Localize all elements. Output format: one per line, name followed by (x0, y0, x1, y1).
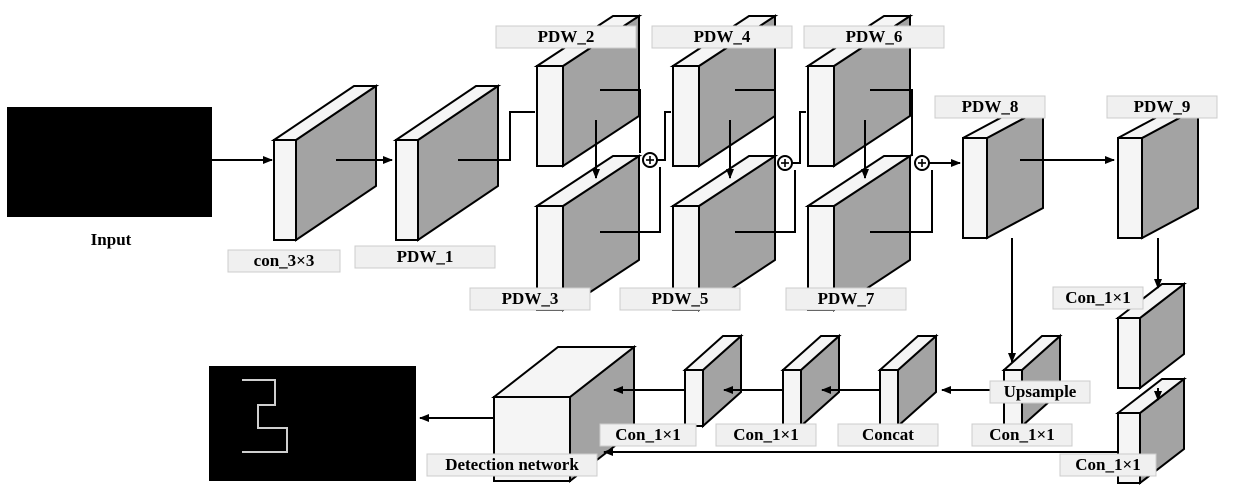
label-pdw4-text: PDW_4 (694, 27, 751, 46)
label-pdw7: PDW_7 (786, 288, 906, 310)
label-con1x1-a-text: Con_1×1 (1065, 288, 1130, 307)
label-pdw3-text: PDW_3 (502, 289, 559, 308)
conv3x3-block (274, 86, 376, 240)
label-con1x1-b-text: Con_1×1 (1075, 455, 1140, 474)
label-detection: Detection network (427, 454, 597, 476)
label-upsample: Upsample (990, 381, 1090, 403)
label-pdw5-text: PDW_5 (652, 289, 709, 308)
arrow-add1-pdw4 (657, 112, 671, 160)
add-icon-1 (643, 153, 657, 167)
label-con1x1-d-text: Con_1×1 (733, 425, 798, 444)
label-input: Input (91, 230, 132, 249)
label-pdw6-text: PDW_6 (846, 27, 903, 46)
add-icon-3 (915, 156, 929, 170)
label-con1x1-c-text: Con_1×1 (989, 425, 1054, 444)
con1x1-d-block (783, 336, 839, 426)
input-image (7, 107, 212, 217)
label-conv3-text: con_3×3 (254, 251, 315, 270)
pdw9-block (1118, 108, 1198, 238)
label-concat: Concat (838, 424, 938, 446)
label-input-text: Input (91, 230, 132, 249)
label-pdw2-text: PDW_2 (538, 27, 595, 46)
label-con1x1-c: Con_1×1 (972, 424, 1072, 446)
output-image (209, 366, 416, 481)
label-con1x1-e-text: Con_1×1 (615, 425, 680, 444)
add-icon-2 (778, 156, 792, 170)
label-pdw5: PDW_5 (620, 288, 740, 310)
label-pdw1-text: PDW_1 (397, 247, 454, 266)
label-con1x1-b: Con_1×1 (1060, 454, 1156, 476)
label-con1x1-d: Con_1×1 (716, 424, 816, 446)
arrow-add2-pdw6 (792, 112, 806, 163)
label-pdw4: PDW_4 (652, 26, 792, 48)
label-con1x1-a: Con_1×1 (1053, 287, 1143, 309)
label-pdw6: PDW_6 (804, 26, 944, 48)
label-con1x1-e: Con_1×1 (600, 424, 696, 446)
label-upsample-text: Upsample (1004, 382, 1077, 401)
concat-block (880, 336, 936, 426)
con1x1-e-block (685, 336, 741, 426)
label-pdw8: PDW_8 (935, 96, 1045, 118)
label-pdw9: PDW_9 (1107, 96, 1217, 118)
label-pdw7-text: PDW_7 (818, 289, 875, 308)
pdw8-block (963, 108, 1043, 238)
label-pdw8-text: PDW_8 (962, 97, 1019, 116)
label-conv3: con_3×3 (228, 250, 340, 272)
label-concat-text: Concat (862, 425, 914, 444)
pdw1-block (396, 86, 498, 240)
label-pdw2: PDW_2 (496, 26, 636, 48)
label-pdw9-text: PDW_9 (1134, 97, 1191, 116)
label-pdw3: PDW_3 (470, 288, 590, 310)
label-detection-text: Detection network (445, 455, 579, 474)
label-pdw1: PDW_1 (355, 246, 495, 268)
